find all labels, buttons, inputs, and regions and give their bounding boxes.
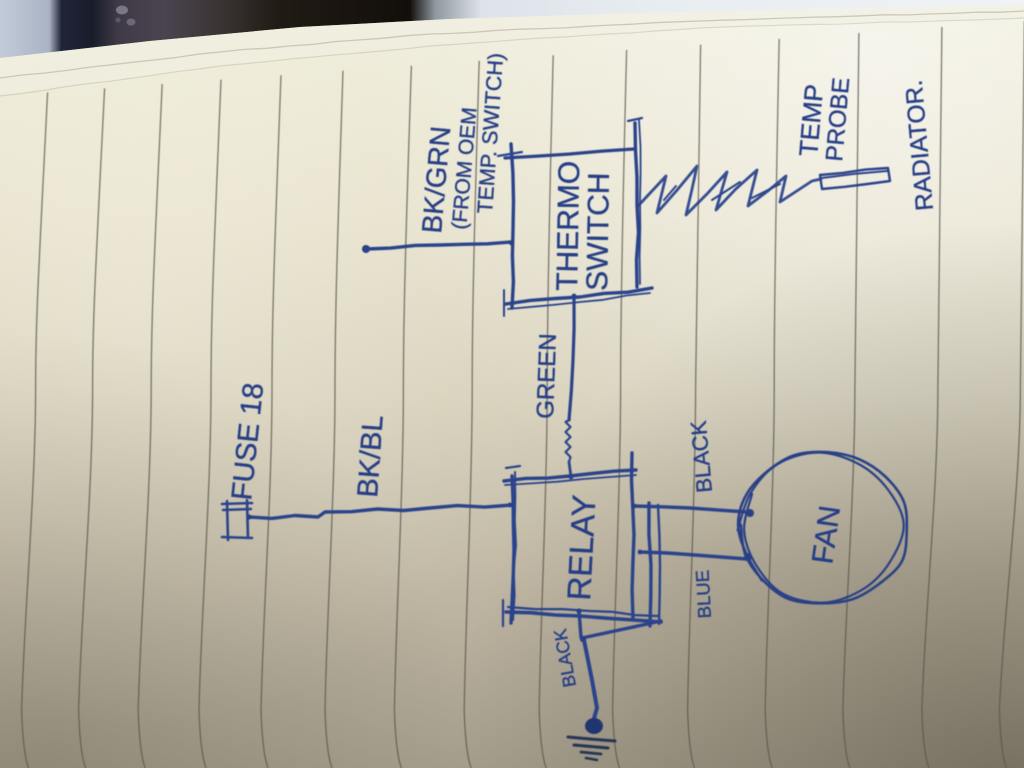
svg-text:RELAY: RELAY [560,494,602,602]
svg-text:THERMO: THERMO [551,161,586,292]
svg-text:BLUE: BLUE [691,570,715,619]
svg-text:TEMP: TEMP [793,83,829,158]
svg-text:FAN: FAN [806,504,847,566]
svg-text:SWITCH: SWITCH [581,172,616,291]
svg-text:GREEN: GREEN [532,333,562,419]
svg-text:PROBE: PROBE [821,76,855,162]
svg-text:BK/BL: BK/BL [352,414,390,498]
